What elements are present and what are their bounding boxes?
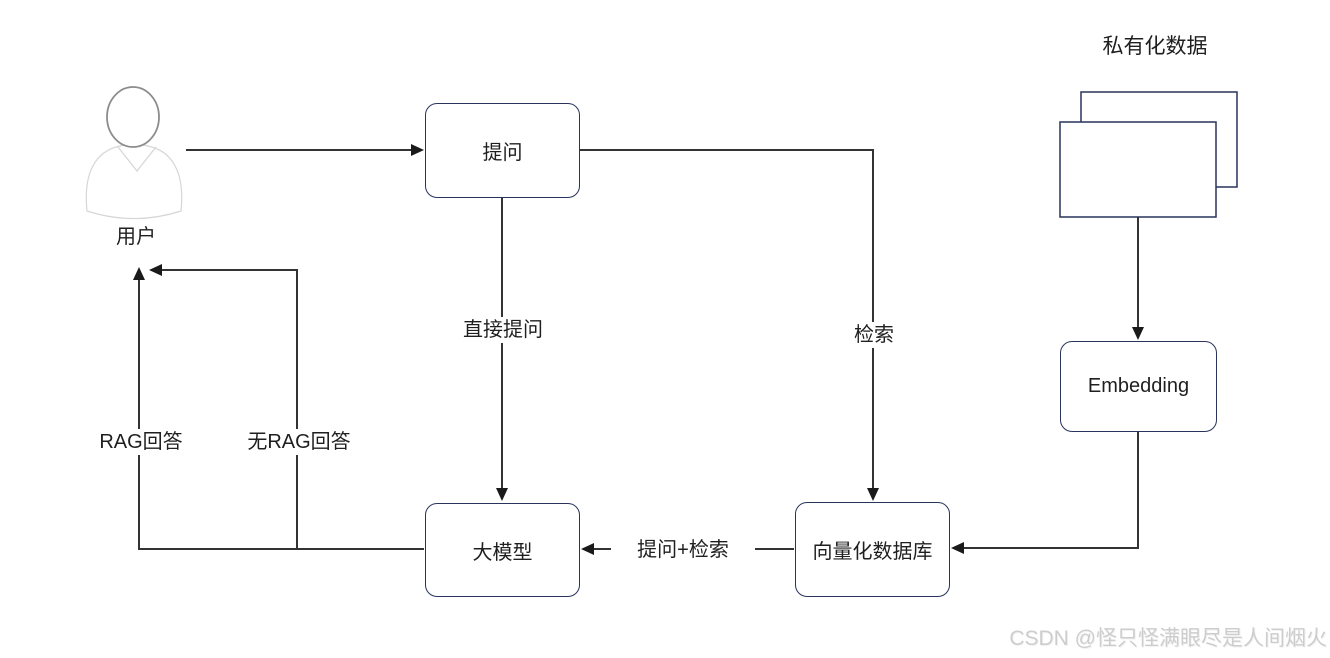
embedding-node-label: Embedding [1087,375,1190,397]
question-node-label: 提问 [482,142,523,164]
private-data-docs [1059,91,1238,218]
arrowhead-into-llm-top [496,488,508,501]
vector-db-node: 向量化数据库 [795,502,950,597]
user-icon [85,86,183,220]
arrowhead-into-embedding [1132,327,1144,340]
arrowhead-into-vectordb-top [867,488,879,501]
embedding-node: Embedding [1060,341,1217,432]
csdn-watermark: CSDN @怪只怪满眼尽是人间烟火 [1009,627,1327,650]
edge-label-direct-question: 直接提问 [441,317,565,343]
arrowhead-into-question [411,144,424,156]
arrowhead-rag-to-user [133,267,145,280]
user-body-shape [85,143,183,220]
private-data-title: 私有化数据 [1040,33,1270,61]
question-node: 提问 [425,103,580,198]
edge-label-question-plus-retrieval: 提问+检索 [611,537,755,563]
edge-label-no-rag-answer: 无RAG回答 [227,429,371,455]
user-label: 用户 [74,224,198,250]
llm-node-label: 大模型 [472,541,533,564]
edge-llm-rag-return [138,279,424,550]
arrowhead-into-vectordb-right [951,542,964,554]
arrowhead-norag-to-user [149,264,162,276]
llm-node: 大模型 [425,503,580,597]
edge-question-to-vectordb [580,149,874,489]
edge-llm-norag-return [161,269,298,549]
edge-label-rag-answer: RAG回答 [79,429,203,455]
edge-embedding-to-vectordb [963,432,1139,549]
arrowhead-into-llm-right [581,543,594,555]
doc-front-rect [1059,121,1217,218]
vector-db-node-label: 向量化数据库 [812,541,933,563]
edge-label-retrieval: 检索 [832,322,916,348]
user-head-shape [106,86,160,148]
user-collar-shape [117,146,157,172]
